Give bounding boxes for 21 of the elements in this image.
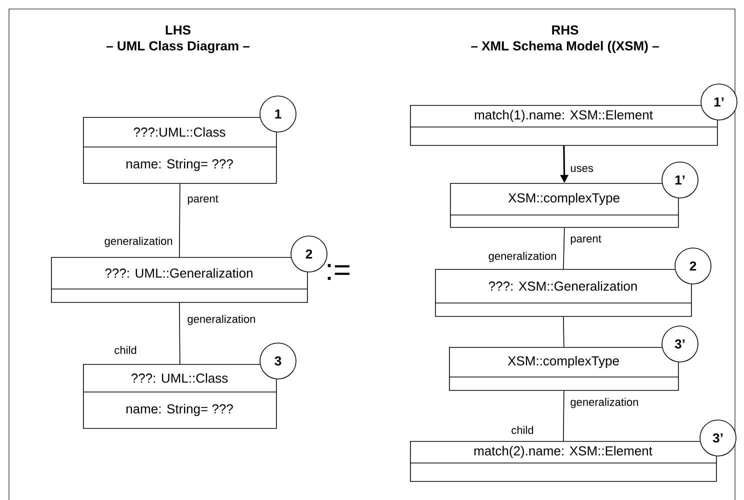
connector-line: [179, 302, 180, 364]
connector-line: [563, 316, 564, 348]
heading: RHS: [552, 25, 578, 35]
edge-label: generalization: [188, 314, 255, 326]
assignment-symbol: :=: [328, 264, 350, 280]
class-box: match(1).name: XSM::Element: [410, 105, 718, 146]
edge-label: generalization: [570, 398, 638, 408]
subheading: – XML Schema Model ((XSM) –: [471, 40, 659, 54]
role-label: generalization: [488, 252, 556, 262]
connector-line: [563, 390, 564, 442]
connector-line: [179, 183, 180, 258]
role-label: generalization: [104, 236, 172, 248]
connector-line: [563, 227, 565, 270]
edge-label: parent: [570, 235, 602, 245]
class-box: ???: UML::Generalization: [50, 257, 308, 303]
role-label: child: [114, 346, 136, 354]
class-box: ???:UML::Class name: String= ???: [82, 117, 277, 184]
subheading: – UML Class Diagram –: [106, 40, 250, 54]
edge-label: parent: [188, 195, 218, 205]
heading: LHS: [166, 25, 190, 35]
edge-label: uses: [570, 166, 594, 172]
